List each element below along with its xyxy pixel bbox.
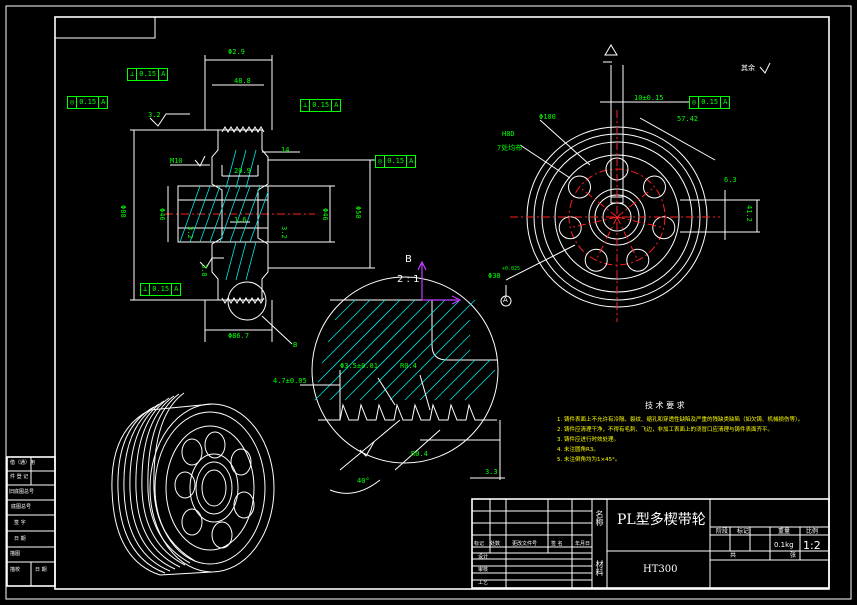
dim-10tol: 10±0.15: [634, 94, 664, 102]
h-mark: 标记: [474, 541, 485, 547]
row-design: 设计: [478, 554, 489, 560]
h-count: 处数: [490, 541, 501, 547]
dim-04: R0.4: [400, 362, 417, 370]
detail-view: [300, 260, 505, 494]
dim-14: 14: [281, 146, 290, 154]
sheet-label: 张: [790, 552, 797, 559]
inner-frame: [54, 16, 830, 590]
row-check: 审核: [478, 567, 489, 573]
dim-bottom: Φ86.7: [228, 332, 250, 340]
weight-value: 0.1kg: [774, 541, 794, 549]
dim-48: 48.8: [234, 77, 251, 85]
dim-top: Φ2.9: [228, 48, 245, 56]
tech-line-3: 3. 铸件应进行时效处理。: [557, 437, 619, 443]
detail-scale: 2 : 1: [397, 274, 420, 285]
dim-16: 1.6: [234, 216, 247, 224]
dim-47: 4.7±0.05: [273, 377, 307, 385]
outer-frame: [5, 5, 852, 600]
dim-32b: 3.2: [186, 226, 194, 239]
dim-right1: Φ46: [321, 208, 329, 221]
dim-63: 6.3: [724, 176, 737, 184]
side-r7: 描图: [10, 551, 21, 557]
side-r5: 签 字: [14, 520, 26, 526]
dim-40: 40°: [357, 477, 370, 485]
side-r8: 描校: [10, 567, 21, 573]
code-box: [54, 16, 156, 39]
material: HT300: [643, 564, 678, 575]
tech-line-1: 1. 铸件表面上不允许有冷隔、裂纹、缩孔和穿透性缺陷及严重的残缺类缺陷（如欠铸、…: [557, 417, 804, 423]
side-block: [6, 456, 56, 587]
dim-bore: Φ46: [158, 208, 166, 221]
pulley-3d: [111, 392, 275, 576]
section-view: [130, 55, 375, 345]
tech-line-5: 5. 未注倒角均为1×45°。: [557, 457, 621, 463]
part-name: PL型多楔带轮: [617, 512, 706, 528]
dim-412: 41.2: [745, 205, 753, 222]
datum-a: A: [503, 296, 508, 304]
dim-38: 3.8: [200, 264, 208, 277]
side-r3: 旧底图总号: [9, 489, 35, 495]
stage-label: 阶段: [716, 528, 729, 535]
share-label: 共: [730, 552, 737, 559]
dim-100: Φ100: [539, 113, 556, 121]
dim-04b: R0.4: [411, 450, 428, 458]
dim-38b: Φ38: [488, 272, 501, 280]
side-r2: 件 登 记: [10, 474, 29, 480]
title-block: [471, 498, 830, 589]
side-r6: 日 期: [14, 536, 26, 542]
dim-5742: 57.42: [677, 115, 699, 123]
name-label: 名称: [595, 510, 604, 526]
dim-32a: 3.2: [148, 111, 161, 119]
weight-label: 重量: [778, 528, 791, 535]
dim-b: B: [293, 341, 298, 349]
row-craft: 工艺: [478, 580, 489, 586]
h-doc: 更改文件号: [512, 541, 538, 547]
dim-rest: 其余: [741, 64, 755, 72]
dim-7: 7处均布: [497, 144, 523, 152]
dim-33: 3.3: [485, 468, 498, 476]
mark-label: 标记: [737, 528, 750, 535]
tech-line-4: 4. 未注圆角R3。: [557, 447, 599, 453]
dim-hbd: H8D: [502, 130, 515, 138]
dim-209: 20.9: [234, 167, 251, 175]
h-sign: 签 名: [551, 541, 563, 547]
front-view: [500, 44, 771, 322]
h-date: 年月日: [575, 541, 591, 547]
dim-m10: M10: [170, 157, 183, 165]
dim-32c: 3.2: [280, 226, 288, 239]
ratio-label: 比例: [806, 528, 819, 535]
tech-line-2: 2. 铸件应清理干净，不得有毛刺、飞边，非加工表面上的浇冒口应清理与铸件表面齐平…: [557, 427, 773, 433]
dim-35: Φ3.5±0.01: [340, 362, 378, 370]
scale-value: 1:2: [803, 539, 821, 552]
side-r4: 底图总号: [11, 504, 32, 510]
dim-right2: Φ50: [354, 206, 362, 219]
side-r9: 日 期: [35, 567, 47, 573]
tech-title: 技 术 要 求: [645, 401, 685, 410]
side-r1: 借（通）用: [10, 460, 36, 466]
material-label: 材料: [595, 560, 604, 576]
dim-left: Φ80: [119, 205, 127, 218]
detail-label: B: [405, 254, 412, 265]
dim-tol-up: +0.025: [502, 266, 521, 272]
